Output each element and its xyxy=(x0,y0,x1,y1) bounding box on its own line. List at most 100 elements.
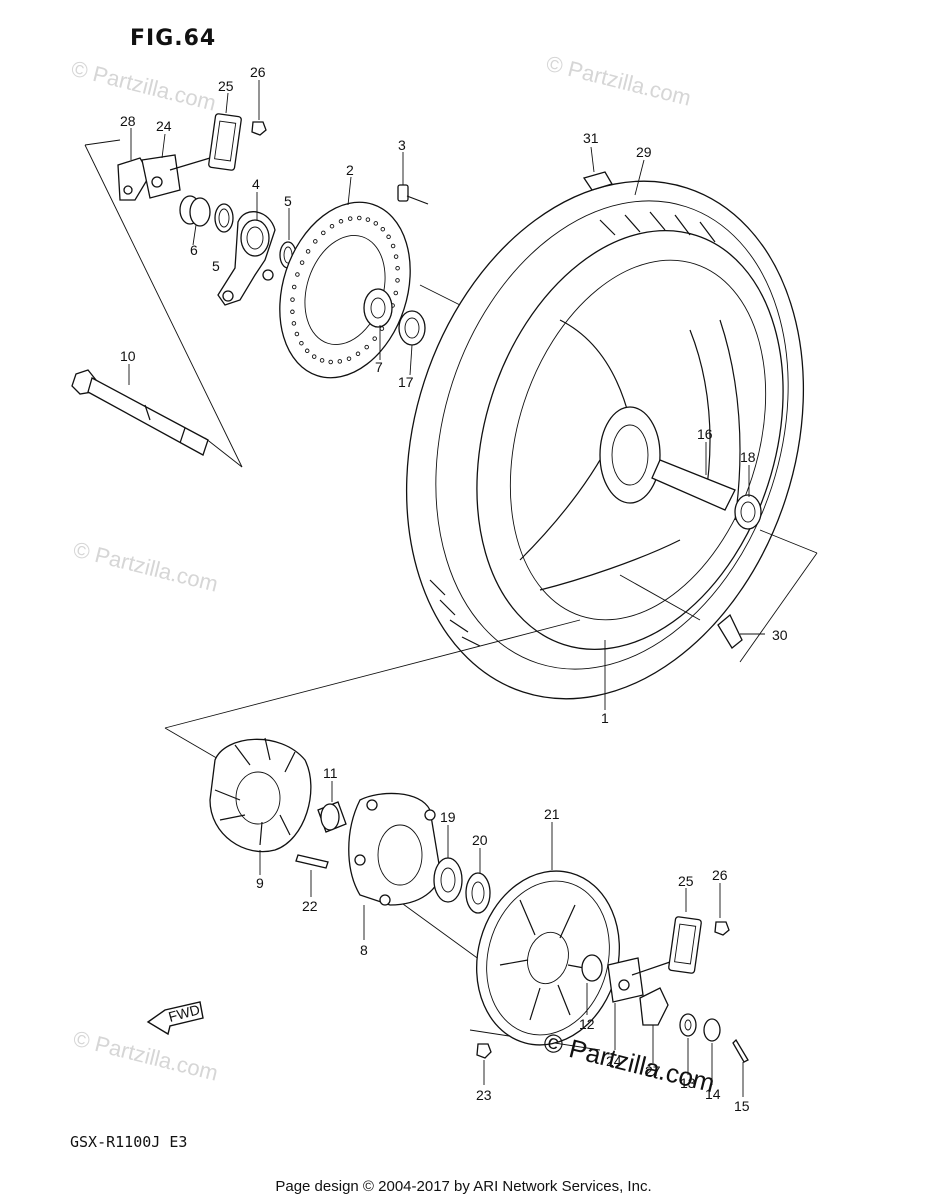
forward-arrow: FWD xyxy=(146,1001,204,1036)
sprocket-nut xyxy=(476,1043,492,1059)
callout-14: 14 xyxy=(705,1086,721,1102)
callout-20: 20 xyxy=(472,832,488,848)
callout-26-right: 26 xyxy=(712,867,728,883)
disc-hole xyxy=(291,284,297,290)
watermark-5: © Partzilla.com xyxy=(71,1026,221,1086)
disc-hole xyxy=(294,331,300,337)
callout-22: 22 xyxy=(302,898,318,914)
right-adjuster-plate xyxy=(668,916,702,974)
disc-hole xyxy=(321,230,326,236)
chain-adjuster-block xyxy=(141,154,211,199)
callout-3: 3 xyxy=(398,137,406,153)
callout-21: 21 xyxy=(544,806,560,822)
disc-hole xyxy=(295,272,300,277)
callout-15: 15 xyxy=(734,1098,750,1114)
callout-23: 23 xyxy=(476,1087,492,1103)
callout-16: 16 xyxy=(697,426,713,442)
callout-7: 7 xyxy=(375,359,383,375)
oil-seals xyxy=(214,203,297,269)
right-torque-plate xyxy=(639,987,669,1026)
disc-hole xyxy=(390,243,396,249)
rear-axle xyxy=(71,369,209,456)
callout-12: 12 xyxy=(579,1016,595,1032)
watermark-3: © Partzilla.com xyxy=(71,537,221,597)
callout-30: 30 xyxy=(772,627,788,643)
wheel-bearing-18 xyxy=(734,494,762,530)
disc-hole xyxy=(365,217,371,222)
sprocket-spacer xyxy=(581,954,603,982)
callout-24: 24 xyxy=(156,118,172,134)
disc-hole xyxy=(373,221,379,226)
disc-hole xyxy=(290,297,295,302)
disc-hole xyxy=(305,249,311,254)
wheel-spacer xyxy=(651,459,736,511)
caliper-bracket xyxy=(217,211,276,306)
callout-31: 31 xyxy=(583,130,599,146)
disc-hole xyxy=(299,340,304,346)
cush-damper xyxy=(209,737,312,853)
callout-5-lower: 5 xyxy=(212,258,220,274)
callout-24-right: 24 xyxy=(606,1053,622,1069)
figure-title: FIG.64 xyxy=(130,26,217,51)
page-footer: Page design © 2004-2017 by ARI Network S… xyxy=(275,1178,652,1195)
sprocket-collar xyxy=(317,801,347,833)
disc-hole xyxy=(290,309,295,315)
disc-hole xyxy=(346,356,352,361)
hub-seal xyxy=(465,872,491,914)
disc-hole xyxy=(329,223,335,229)
disc-hole xyxy=(338,219,344,224)
tire-valve xyxy=(717,613,743,649)
cotter-pin xyxy=(732,1038,749,1063)
balance-weight xyxy=(582,171,613,191)
disc-hole xyxy=(328,359,333,365)
brake-disc xyxy=(279,201,411,379)
disc-hole xyxy=(337,359,343,364)
section-lines xyxy=(164,529,818,1051)
callout-27: 27 xyxy=(645,1063,661,1079)
right-adjuster-nut xyxy=(714,921,730,936)
spacer-collar xyxy=(179,195,211,227)
disc-side-bearing xyxy=(363,288,393,328)
callout-10: 10 xyxy=(120,348,136,364)
leader-lines xyxy=(128,80,765,1097)
wheel-bearing-17 xyxy=(398,310,426,346)
disc-hole xyxy=(372,336,377,341)
disc-hole xyxy=(311,354,317,359)
callout-18: 18 xyxy=(740,449,756,465)
disc-hole xyxy=(313,239,318,244)
callout-17: 17 xyxy=(398,374,414,390)
disc-hole xyxy=(355,351,361,357)
sprocket-hub xyxy=(348,792,441,906)
hub-bearing xyxy=(433,857,463,903)
torque-link-plate xyxy=(117,157,151,201)
disc-hole xyxy=(319,358,325,363)
axle-washer xyxy=(679,1013,697,1037)
callout-19: 19 xyxy=(440,809,456,825)
disc-hole xyxy=(393,290,399,296)
right-adjuster-block xyxy=(607,957,671,1003)
callout-26: 26 xyxy=(250,64,266,80)
callout-4: 4 xyxy=(252,176,260,192)
callout-13: 13 xyxy=(680,1075,696,1091)
brand-stamp: © Partzilla.com xyxy=(541,1027,718,1098)
callout-29: 29 xyxy=(636,144,652,160)
disc-hole xyxy=(357,215,362,221)
disc-hole xyxy=(386,234,391,240)
fwd-label: FWD xyxy=(167,1001,202,1025)
disc-hole xyxy=(304,348,310,354)
axle-nut xyxy=(703,1018,721,1042)
callout-11: 11 xyxy=(323,765,338,781)
callout-28: 28 xyxy=(120,113,136,129)
disc-hole xyxy=(364,344,369,350)
watermark-1: © Partzilla.com xyxy=(69,56,219,116)
adjuster-nut xyxy=(251,121,267,136)
disc-hole xyxy=(291,321,297,326)
adjuster-plate xyxy=(208,113,242,171)
rear-sprocket xyxy=(476,870,620,1046)
disc-hole xyxy=(299,260,305,265)
callout-9: 9 xyxy=(256,875,264,891)
callout-25-right: 25 xyxy=(678,873,694,889)
rear-wheel-tire xyxy=(405,180,805,700)
disc-hole xyxy=(380,226,386,232)
